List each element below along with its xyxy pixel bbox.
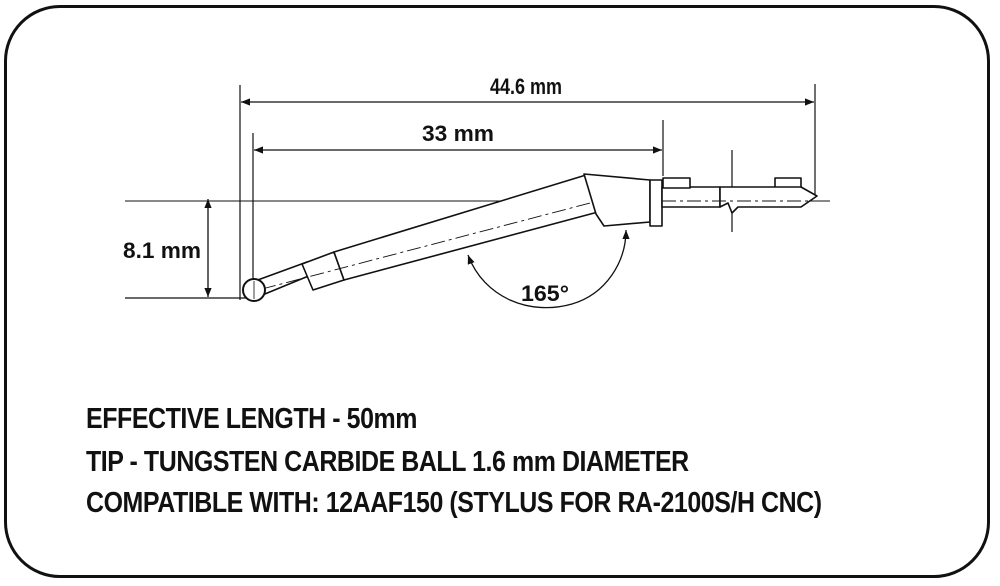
dimension-lines (204, 98, 814, 309)
angle-label: 165° (521, 281, 569, 306)
spec-tip-material: TIP - TUNGSTEN CARBIDE BALL 1.6 mm DIAME… (86, 446, 689, 478)
offset-height-label: 8.1 mm (123, 238, 201, 263)
angle-arc (467, 229, 630, 309)
spec-compatibility: COMPATIBLE WITH: 12AAF150 (STYLUS FOR RA… (86, 487, 822, 519)
spec-effective-length: EFFECTIVE LENGTH - 50mm (86, 403, 418, 435)
stylus-body (254, 173, 826, 297)
segment-length-label: 33 mm (422, 121, 494, 146)
overall-length-label: 44.6 mm (490, 74, 562, 99)
